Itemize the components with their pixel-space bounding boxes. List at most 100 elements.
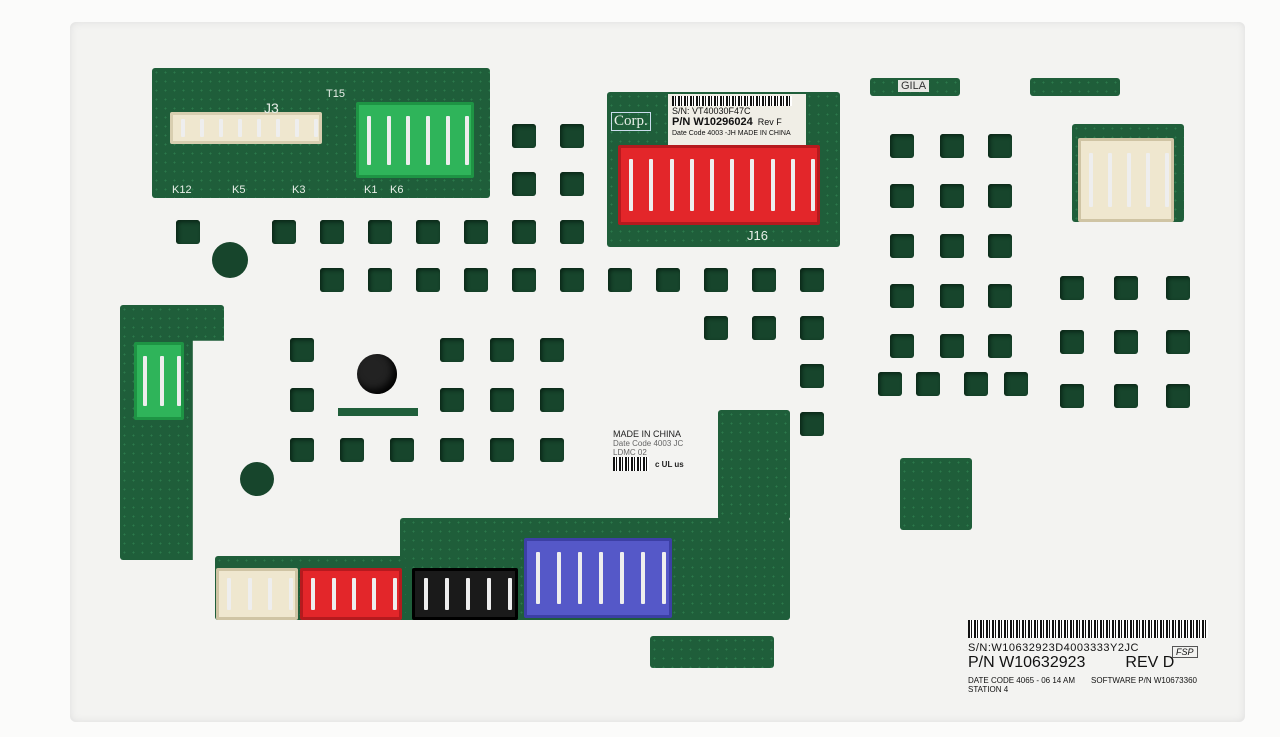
- vent-hole: [988, 234, 1012, 258]
- vent-hole: [560, 124, 584, 148]
- vent-hole: [320, 268, 344, 292]
- connector-pin: [487, 577, 492, 611]
- center-date: Date Code 4003 JC: [613, 439, 684, 448]
- connector-pin: [465, 115, 470, 165]
- vent-hole: [890, 234, 914, 258]
- vent-hole: [290, 338, 314, 362]
- connector-pin: [629, 159, 634, 211]
- connector-pin: [790, 159, 795, 211]
- vent-hole: [988, 284, 1012, 308]
- vent-hole: [940, 234, 964, 258]
- label-t15: T15: [326, 88, 345, 100]
- vent-hole: [416, 268, 440, 292]
- vent-hole: [340, 438, 364, 462]
- round-hole: [240, 462, 274, 496]
- label-corp: Corp.: [611, 112, 651, 131]
- vent-hole: [560, 172, 584, 196]
- vent-hole: [464, 220, 488, 244]
- vent-hole: [988, 184, 1012, 208]
- connector-pin: [425, 115, 430, 165]
- vent-hole: [608, 268, 632, 292]
- connector-pin: [1088, 152, 1093, 208]
- connector-pin: [1146, 152, 1151, 208]
- label-k6: K6: [390, 184, 404, 196]
- vent-hole: [916, 372, 940, 396]
- vent-hole: [1060, 330, 1084, 354]
- green-connector-t15[interactable]: [356, 102, 474, 178]
- vent-hole: [1114, 276, 1138, 300]
- black-connector-bottom[interactable]: [412, 568, 518, 620]
- vent-hole: [800, 364, 824, 388]
- red-connector-bottom[interactable]: [300, 568, 402, 620]
- white-connector-bottom[interactable]: [216, 568, 298, 620]
- vent-hole: [752, 316, 776, 340]
- vent-hole: [940, 184, 964, 208]
- made-in-china: MADE IN CHINA: [613, 429, 682, 439]
- fsp-badge: FSP: [1172, 646, 1198, 658]
- connector-pin: [313, 118, 318, 138]
- main-software: SOFTWARE P/N W10673360: [1091, 676, 1197, 685]
- connector-pin: [160, 355, 164, 407]
- connector-pin: [352, 577, 356, 611]
- ul-mark: c UL us: [655, 459, 684, 469]
- sticker-pn: P/N W10296024: [672, 116, 753, 128]
- vent-hole: [800, 412, 824, 436]
- connector-pin: [1107, 152, 1112, 208]
- vent-hole: [890, 184, 914, 208]
- connector-pin: [331, 577, 336, 611]
- connector-pin: [810, 159, 815, 211]
- connector-pin: [176, 355, 181, 407]
- connector-pin: [556, 552, 561, 604]
- vent-hole: [290, 438, 314, 462]
- vent-hole: [988, 134, 1012, 158]
- connector-pin: [199, 118, 204, 138]
- connector-pin: [445, 115, 450, 165]
- connector-pin: [730, 159, 735, 211]
- connector-pin: [227, 577, 232, 611]
- connector-pin: [620, 552, 625, 604]
- vent-hole: [560, 220, 584, 244]
- vent-hole: [752, 268, 776, 292]
- label-k1: K1: [364, 184, 378, 196]
- vent-hole: [416, 220, 440, 244]
- connector-pin: [1165, 152, 1170, 208]
- connector-pin: [218, 118, 223, 138]
- vent-hole: [1004, 372, 1028, 396]
- red-connector-main[interactable]: [618, 145, 820, 225]
- connector-pin: [508, 577, 513, 611]
- knob-post: [357, 354, 397, 394]
- connector-pin: [294, 118, 299, 138]
- vent-hole: [540, 438, 564, 462]
- vent-hole: [512, 172, 536, 196]
- vent-hole: [440, 438, 464, 462]
- vent-hole: [1114, 384, 1138, 408]
- blue-connector-bottom[interactable]: [524, 538, 672, 618]
- center-sticker: MADE IN CHINA Date Code 4003 JC LDMC 02 …: [613, 430, 713, 472]
- green-connector-left[interactable]: [134, 342, 184, 420]
- connector-pin: [1127, 152, 1131, 208]
- connector-pin: [577, 552, 582, 604]
- connector-pin: [288, 577, 293, 611]
- connector-pin: [406, 115, 411, 165]
- main-pn: P/N W10632923: [968, 654, 1086, 671]
- vent-hole: [1166, 276, 1190, 300]
- connector-pin: [247, 577, 252, 611]
- vent-hole: [512, 124, 536, 148]
- connector-pin: [256, 118, 261, 138]
- connector-pin: [649, 159, 654, 211]
- barcode: [968, 620, 1208, 638]
- main-sticker: S/N:W10632923D4003333Y2JC P/N W10632923 R…: [968, 620, 1218, 708]
- connector-pin: [689, 159, 694, 211]
- main-rev: REV D: [1125, 654, 1175, 671]
- vent-hole: [890, 284, 914, 308]
- white-connector-j3[interactable]: [170, 112, 322, 144]
- connector-pin: [535, 552, 540, 604]
- connector-pin: [143, 355, 148, 407]
- main-sn: S/N:W10632923D4003333Y2JC: [968, 642, 1139, 654]
- vent-hole: [540, 338, 564, 362]
- center-lot: LDMC 02: [613, 448, 647, 457]
- vent-hole: [800, 268, 824, 292]
- connector-pin: [372, 577, 377, 611]
- connector-pin: [750, 159, 755, 211]
- beige-connector[interactable]: [1078, 138, 1174, 222]
